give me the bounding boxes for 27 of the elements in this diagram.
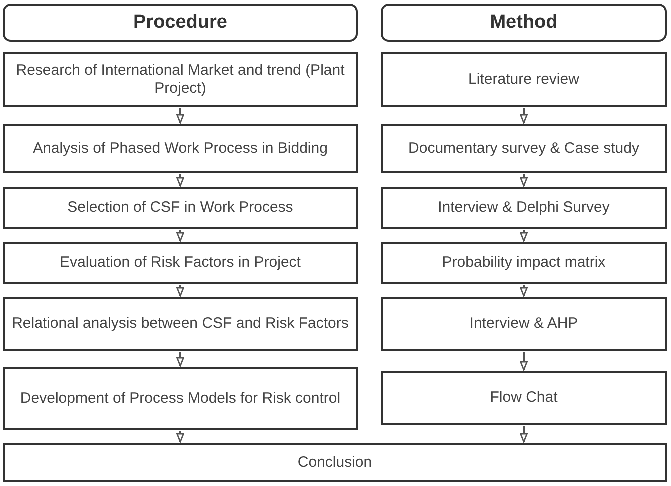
column-header: Method (381, 4, 667, 42)
arrow (176, 108, 184, 124)
arrow (176, 352, 184, 367)
process-box: Probability impact matrix (381, 242, 667, 284)
process-box: Flow Chat (381, 371, 667, 425)
arrow (520, 230, 528, 242)
arrow (520, 285, 528, 297)
arrow (520, 426, 528, 443)
process-box: Research of International Market and trend (Plant Project) (3, 52, 358, 107)
arrow (520, 352, 528, 371)
arrow (520, 174, 528, 187)
arrow (176, 174, 184, 187)
arrow (176, 285, 184, 297)
process-box: Documentary survey & Case study (381, 124, 667, 173)
process-box: Relational analysis between CSF and Risk Factors (3, 297, 358, 351)
arrow (176, 230, 184, 242)
process-box: Selection of CSF in Work Process (3, 187, 358, 229)
process-box: Evaluation of Risk Factors in Project (3, 242, 358, 284)
arrow (520, 108, 528, 124)
column-header: Procedure (3, 4, 358, 42)
arrow (176, 431, 184, 443)
process-box: Interview & AHP (381, 297, 667, 351)
process-box: Literature review (381, 52, 667, 107)
process-box: Interview & Delphi Survey (381, 187, 667, 229)
process-box: Conclusion (3, 443, 667, 482)
process-box: Development of Process Models for Risk control (3, 367, 358, 430)
process-box: Analysis of Phased Work Process in Bidding (3, 124, 358, 173)
